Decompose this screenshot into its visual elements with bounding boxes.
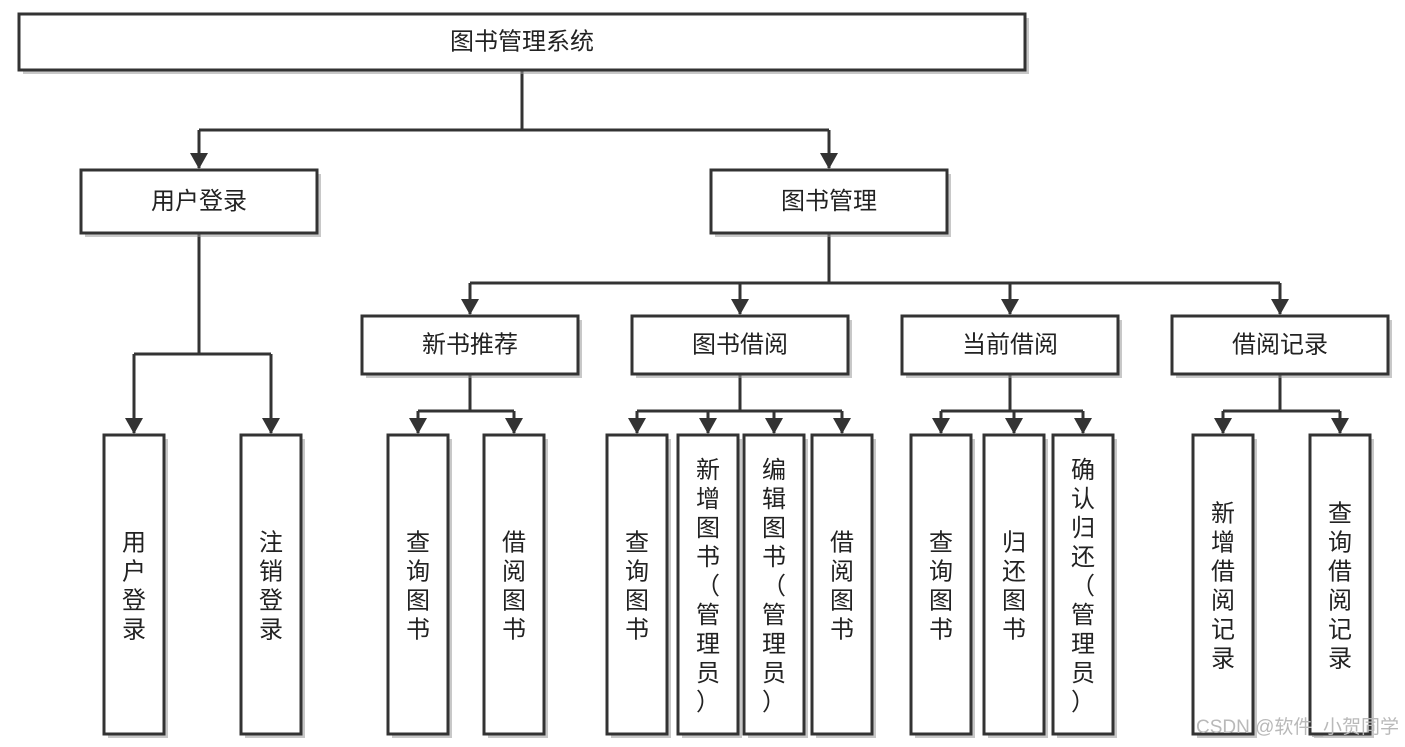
node-box xyxy=(982,433,1046,736)
node-label: 新增借阅记录 xyxy=(1211,501,1235,673)
node-leaf-query-book-current[interactable]: 查询图书 xyxy=(909,433,975,738)
node-label: 图书管理系统 xyxy=(450,28,594,55)
node-box xyxy=(360,314,580,376)
arrow-head xyxy=(505,418,523,434)
node-leaf-query-book-borrow[interactable]: 查询图书 xyxy=(605,433,671,738)
node-label: 借阅记录 xyxy=(1232,331,1328,358)
node-leaf-user-login[interactable]: 用户登录 xyxy=(102,433,168,738)
node-box xyxy=(239,433,303,736)
connector-group-book-borrow xyxy=(628,374,851,434)
node-label: 借阅图书 xyxy=(830,530,854,644)
arrow-head xyxy=(125,418,143,434)
node-leaf-add-book-admin[interactable]: 新增图书（管理员） xyxy=(676,433,742,738)
node-leaf-borrow-book[interactable]: 借阅图书 xyxy=(810,433,876,738)
node-current-borrow[interactable]: 当前借阅 xyxy=(900,314,1122,378)
node-leaf-user-logout[interactable]: 注销登录 xyxy=(239,433,305,738)
node-box xyxy=(17,12,1027,72)
arrow-head xyxy=(731,299,749,315)
node-label: 归还图书 xyxy=(1002,530,1026,644)
arrow-head xyxy=(1214,418,1232,434)
connector-group-user-login xyxy=(125,233,280,434)
node-label: 编辑图书（管理员） xyxy=(762,457,786,716)
arrow-head xyxy=(461,299,479,315)
arrow-head xyxy=(262,418,280,434)
arrow-head xyxy=(833,418,851,434)
node-box xyxy=(79,168,319,235)
node-layer: 图书管理系统用户登录图书管理新书推荐图书借阅当前借阅借阅记录用户登录注销登录查询… xyxy=(17,12,1392,738)
connector-group-current-borrow xyxy=(932,374,1092,434)
node-borrow-record[interactable]: 借阅记录 xyxy=(1170,314,1392,378)
node-box xyxy=(676,433,740,736)
node-leaf-query-borrow-record[interactable]: 查询借阅记录 xyxy=(1308,433,1374,738)
node-box xyxy=(1191,433,1255,736)
connector-group-borrow-record xyxy=(1214,374,1349,434)
node-user-login[interactable]: 用户登录 xyxy=(79,168,321,237)
node-box xyxy=(1308,433,1372,736)
node-box xyxy=(742,433,806,736)
node-label: 新书推荐 xyxy=(422,331,518,358)
node-leaf-borrow-book-recommend[interactable]: 借阅图书 xyxy=(482,433,548,738)
arrow-head xyxy=(932,418,950,434)
node-leaf-query-book-recommend[interactable]: 查询图书 xyxy=(386,433,452,738)
node-label: 用户登录 xyxy=(122,530,146,644)
node-label: 图书管理 xyxy=(781,188,877,215)
node-label: 借阅图书 xyxy=(502,530,526,644)
node-box xyxy=(810,433,874,736)
node-root[interactable]: 图书管理系统 xyxy=(17,12,1029,74)
node-box xyxy=(605,433,669,736)
node-box xyxy=(709,168,949,235)
node-label: 查询图书 xyxy=(929,530,953,644)
arrow-head xyxy=(190,153,208,169)
arrow-head xyxy=(1074,418,1092,434)
node-book-management[interactable]: 图书管理 xyxy=(709,168,951,237)
node-box xyxy=(1051,433,1115,736)
node-label: 新增图书（管理员） xyxy=(696,457,720,716)
arrow-head xyxy=(1331,418,1349,434)
node-box xyxy=(482,433,546,736)
arrow-head xyxy=(628,418,646,434)
arrow-head xyxy=(409,418,427,434)
node-leaf-add-borrow-record[interactable]: 新增借阅记录 xyxy=(1191,433,1257,738)
node-label: 确认归还（管理员） xyxy=(1071,457,1095,716)
node-leaf-confirm-return-admin[interactable]: 确认归还（管理员） xyxy=(1051,433,1117,738)
node-box xyxy=(909,433,973,736)
node-label: 查询借阅记录 xyxy=(1328,501,1352,673)
node-new-book-recommend[interactable]: 新书推荐 xyxy=(360,314,582,378)
node-label: 当前借阅 xyxy=(962,331,1058,358)
arrow-head xyxy=(765,418,783,434)
csdn-watermark: CSDN @软件_小贺同学 xyxy=(1196,716,1399,738)
arrow-head xyxy=(820,153,838,169)
node-label: 查询图书 xyxy=(406,530,430,644)
connector-group-new-book-recommend xyxy=(409,374,523,434)
arrow-head xyxy=(1005,418,1023,434)
node-box xyxy=(630,314,850,376)
node-box xyxy=(1170,314,1390,376)
node-box xyxy=(900,314,1120,376)
node-book-borrow[interactable]: 图书借阅 xyxy=(630,314,852,378)
connector-group-book-management xyxy=(461,233,1289,315)
connector-layer xyxy=(125,70,1349,434)
arrow-head xyxy=(699,418,717,434)
node-label: 用户登录 xyxy=(151,188,247,215)
connector-group-root xyxy=(190,70,838,169)
node-box xyxy=(102,433,166,736)
node-leaf-edit-book-admin[interactable]: 编辑图书（管理员） xyxy=(742,433,808,738)
arrow-head xyxy=(1271,299,1289,315)
node-box xyxy=(386,433,450,736)
arrow-head xyxy=(1001,299,1019,315)
node-label: 注销登录 xyxy=(259,530,283,644)
node-leaf-return-book[interactable]: 归还图书 xyxy=(982,433,1048,738)
node-label: 图书借阅 xyxy=(692,331,788,358)
node-label: 查询图书 xyxy=(625,530,649,644)
